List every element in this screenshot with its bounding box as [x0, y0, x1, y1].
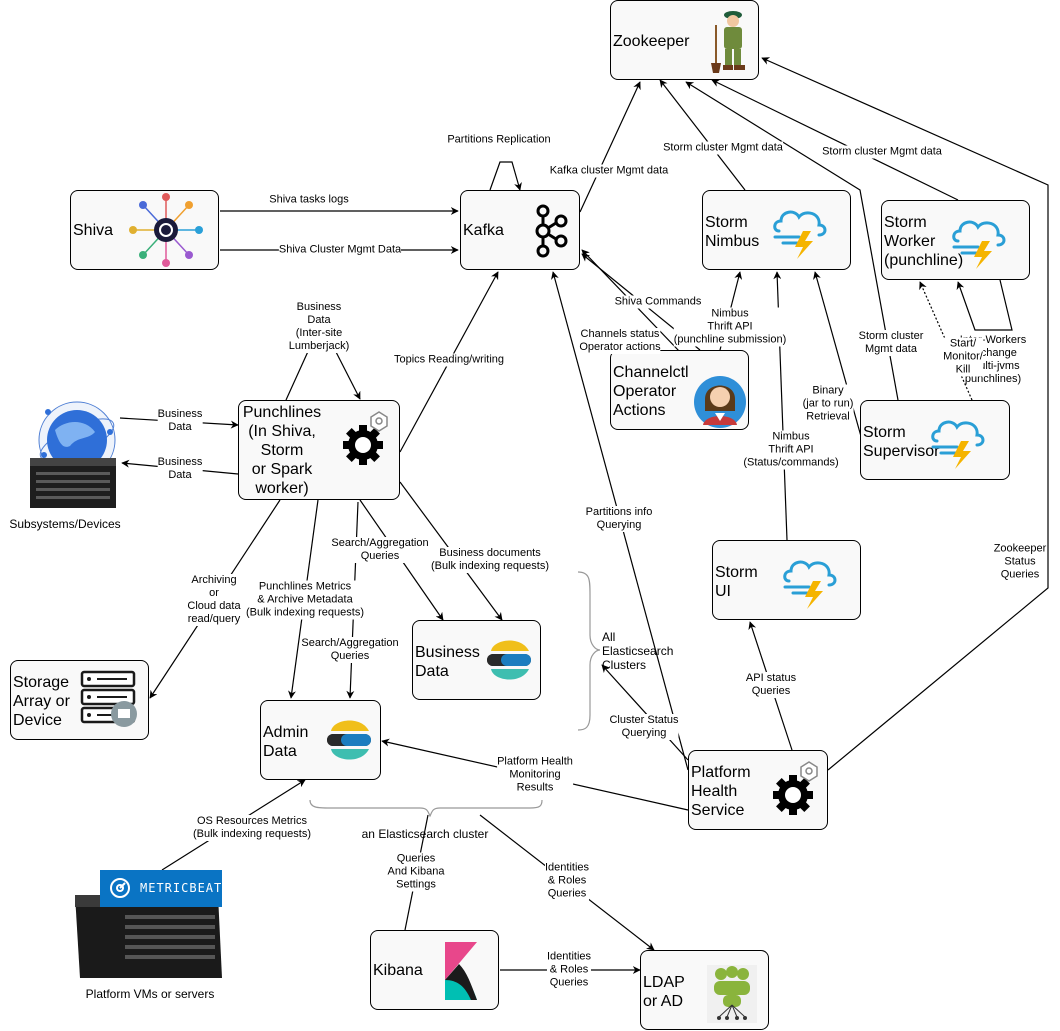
edge-label-business-data-lumberjack: Business Data (Inter-site Lumberjack)	[288, 301, 350, 353]
punchlines-label: Punchlines (In Shiva, Storm or Spark wor…	[242, 404, 322, 497]
storm-nimbus-node[interactable]: Storm Nimbus	[702, 190, 851, 270]
storm-cloud-icon	[931, 420, 985, 469]
kibana-icon	[445, 942, 477, 1000]
business-data-label: Business Data	[415, 644, 480, 680]
edge-label-storm-cluster-mgmt-1: Storm cluster Mgmt data	[663, 141, 783, 155]
punch-gear-icon	[773, 761, 818, 815]
edge-label-identities-2: Identities & Roles Queries	[546, 950, 592, 990]
storm-nimbus-label: Storm Nimbus	[705, 214, 760, 250]
channelctl-node[interactable]: Channelctl Operator Actions	[610, 350, 749, 430]
edge-label-nimbus-thrift-sub: Nimbus Thrift API (punchline submission)	[673, 307, 787, 347]
edge-label-nimbus-thrift-status: Nimbus Thrift API (Status/commands)	[743, 430, 839, 470]
edge-label-search-agg-2: Search/Aggregation Queries	[301, 637, 399, 663]
edge-partitions-replication	[489, 161, 522, 191]
kafka-label: Kafka	[463, 222, 504, 239]
edge-health-allclusters	[601, 664, 689, 761]
platform-health-node[interactable]: Platform Health Service	[688, 750, 828, 830]
edge-label-partitions-replication: Partitions Replication	[447, 133, 551, 147]
platform-server-icon	[75, 895, 222, 978]
edge-nimbus-zookeeper	[659, 79, 746, 191]
elasticsearch-icon	[327, 720, 371, 760]
storage-rack-icon	[80, 670, 137, 727]
edge-lumberjack-out	[334, 349, 361, 400]
subsystems-caption: Subsystems/Devices	[9, 517, 121, 531]
platform-vms-caption: Platform VMs or servers	[85, 987, 215, 1001]
server-box-icon	[30, 458, 116, 508]
storm-worker-label: Storm Worker (punchline)	[884, 214, 964, 269]
elasticsearch-clusters-brace	[577, 571, 601, 731]
edge-label-partitions-info: Partitions info Querying	[585, 506, 653, 532]
storm-ui-node[interactable]: Storm UI	[712, 540, 861, 620]
elasticsearch-icon	[487, 640, 531, 680]
ldap-users-icon	[707, 965, 757, 1023]
platform-health-label: Platform Health Service	[691, 764, 751, 819]
ldap-node[interactable]: LDAP or AD	[640, 950, 769, 1030]
edge-label-shiva-commands: Shiva Commands	[614, 295, 702, 309]
metricbeat-label: METRICBEAT	[140, 881, 223, 895]
es-cluster-caption: an Elasticsearch cluster	[361, 827, 489, 841]
storm-cloud-icon	[773, 210, 827, 259]
edge-label-health-results: Platform Health Monitoring Results	[497, 755, 573, 795]
shiva-label: Shiva	[73, 222, 114, 239]
admin-data-node[interactable]: Admin Data	[260, 700, 381, 780]
metricbeat-banner: METRICBEAT	[100, 870, 222, 907]
edge-label-business-data-out: Business Data	[157, 456, 203, 482]
edge-label-start-monitor: Start/ Monitor/ Kill	[943, 337, 983, 377]
edge-label-shiva-tasks-logs: Shiva tasks logs	[269, 193, 349, 207]
zookeeper-label: Zookeeper	[613, 33, 690, 50]
edge-kafka-zookeeper	[579, 81, 641, 213]
storage-label: Storage Array or Device	[13, 674, 70, 729]
elasticsearch-cluster-brace	[309, 799, 543, 818]
edge-label-os-metrics: OS Resources Metrics (Bulk indexing requ…	[192, 815, 312, 841]
edge-label-punchlines-metrics: Punchlines Metrics & Archive Metadata (B…	[245, 580, 365, 620]
edge-label-business-documents: Business documents (Bulk indexing reques…	[430, 547, 550, 573]
edge-label-queries-kibana: Queries And Kibana Settings	[387, 852, 445, 892]
edge-label-channels-status: Channels status Operator actions	[579, 328, 661, 354]
edge-label-business-data-in: Business Data	[157, 408, 203, 434]
edge-label-storm-cluster-mgmt-2: Storm cluster Mgmt data	[822, 145, 942, 159]
edge-supervisor-nimbus	[813, 271, 863, 441]
kibana-label: Kibana	[373, 962, 423, 979]
edge-health-zookeeper	[761, 57, 1049, 771]
kibana-node[interactable]: Kibana	[370, 930, 499, 1010]
storm-cloud-icon	[952, 220, 1006, 269]
admin-data-label: Admin Data	[263, 724, 309, 760]
zookeeper-keeper-icon	[711, 11, 745, 73]
edge-label-api-status: API status Queries	[745, 672, 797, 698]
edge-label-search-agg-1: Search/Aggregation Queries	[331, 537, 429, 563]
shiva-hub-icon	[129, 193, 203, 267]
storm-supervisor-node[interactable]: Storm Supervisor	[860, 400, 1010, 480]
operator-woman-icon	[694, 376, 746, 428]
edge-label-binary-retrieval: Binary (jar to run) Retrieval	[802, 384, 854, 424]
storm-ui-label: Storm UI	[715, 564, 758, 600]
edge-label-shiva-cluster-mgmt: Shiva Cluster Mgmt Data	[278, 243, 402, 257]
punchlines-node[interactable]: Punchlines (In Shiva, Storm or Spark wor…	[238, 400, 400, 500]
edge-worker-selfloop	[956, 279, 1013, 331]
edge-label-identities-1: Identities & Roles Queries	[544, 861, 590, 901]
edge-label-cluster-status: Cluster Status Querying	[609, 714, 679, 740]
zookeeper-node[interactable]: Zookeeper	[610, 0, 759, 80]
edge-label-kafka-cluster-mgmt: Kafka cluster Mgmt data	[549, 164, 669, 178]
business-data-node[interactable]: Business Data	[412, 620, 541, 700]
metricbeat-gauge-icon	[110, 878, 130, 898]
globe-network-icon	[38, 401, 116, 479]
ldap-label: LDAP or AD	[643, 974, 685, 1010]
edge-label-topics-rw: Topics Reading/writing	[393, 353, 505, 367]
shiva-node[interactable]: Shiva	[70, 190, 219, 270]
kafka-icon	[535, 204, 568, 258]
edge-label-storm-cluster-mgmt-3: Storm cluster Mgmt data	[858, 330, 924, 356]
channelctl-label: Channelctl Operator Actions	[613, 364, 689, 419]
storm-worker-node[interactable]: Storm Worker (punchline)	[881, 200, 1030, 280]
punch-gear-icon	[343, 411, 388, 465]
storm-supervisor-label: Storm Supervisor	[863, 424, 940, 460]
storage-node[interactable]: Storage Array or Device	[10, 660, 149, 740]
edge-worker-zookeeper	[711, 79, 959, 201]
kafka-node[interactable]: Kafka	[460, 190, 580, 270]
edge-label-zookeeper-status: Zookeeper Status Queries	[993, 542, 1047, 582]
all-es-clusters-caption: All Elasticsearch Clusters	[602, 630, 674, 672]
edge-label-archiving: Archiving or Cloud data read/query	[187, 574, 241, 626]
storm-cloud-icon	[783, 560, 837, 609]
